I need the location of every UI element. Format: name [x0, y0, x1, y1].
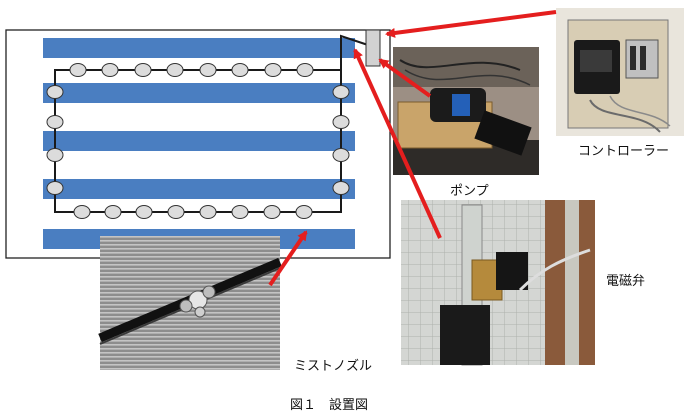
arrow-to-controller	[385, 10, 557, 38]
arrow-to-mist-nozzle	[268, 230, 308, 287]
mist-nozzle	[332, 85, 350, 99]
mist-nozzle	[166, 63, 184, 77]
mist-nozzle	[46, 181, 64, 195]
mist-nozzle	[332, 148, 350, 162]
mist-nozzle	[46, 85, 64, 99]
figure-caption: 図１ 設置図	[290, 398, 369, 413]
mist-nozzle	[101, 63, 119, 77]
pump-photo	[393, 47, 539, 175]
mist-nozzle	[46, 115, 64, 129]
mist-nozzle-photo	[98, 236, 282, 370]
arrow-to-pump	[378, 58, 432, 98]
solenoid-valve-label: 電磁弁	[606, 274, 646, 289]
mist-nozzle	[104, 205, 122, 219]
bench	[43, 131, 355, 151]
bench	[43, 38, 355, 58]
mist-nozzle	[134, 63, 152, 77]
pump-label: ポンプ	[450, 184, 489, 199]
mist-nozzle	[332, 115, 350, 129]
mist-nozzle	[264, 63, 282, 77]
mist-nozzle	[167, 205, 185, 219]
mist-nozzle	[296, 63, 314, 77]
mist-nozzle	[231, 63, 249, 77]
bench	[43, 83, 355, 103]
solenoid-valve-photo	[401, 200, 595, 366]
nozzles	[46, 63, 350, 219]
bench	[43, 179, 355, 199]
arrows	[268, 10, 557, 287]
control-unit-box	[365, 29, 381, 67]
mist-nozzle	[332, 181, 350, 195]
controller-photo	[556, 8, 684, 136]
mist-nozzle	[295, 205, 313, 219]
controller-label: コントローラー	[578, 144, 670, 159]
arrow-to-solenoid-valve	[353, 48, 442, 239]
mist-nozzle	[135, 205, 153, 219]
mist-nozzle	[46, 148, 64, 162]
mist-nozzle	[69, 63, 87, 77]
mist-nozzle	[199, 63, 217, 77]
mist-nozzle	[199, 205, 217, 219]
mist-nozzle	[231, 205, 249, 219]
mist-nozzle-label: ミストノズル	[294, 359, 373, 374]
mist-nozzle	[263, 205, 281, 219]
mist-nozzle	[73, 205, 91, 219]
